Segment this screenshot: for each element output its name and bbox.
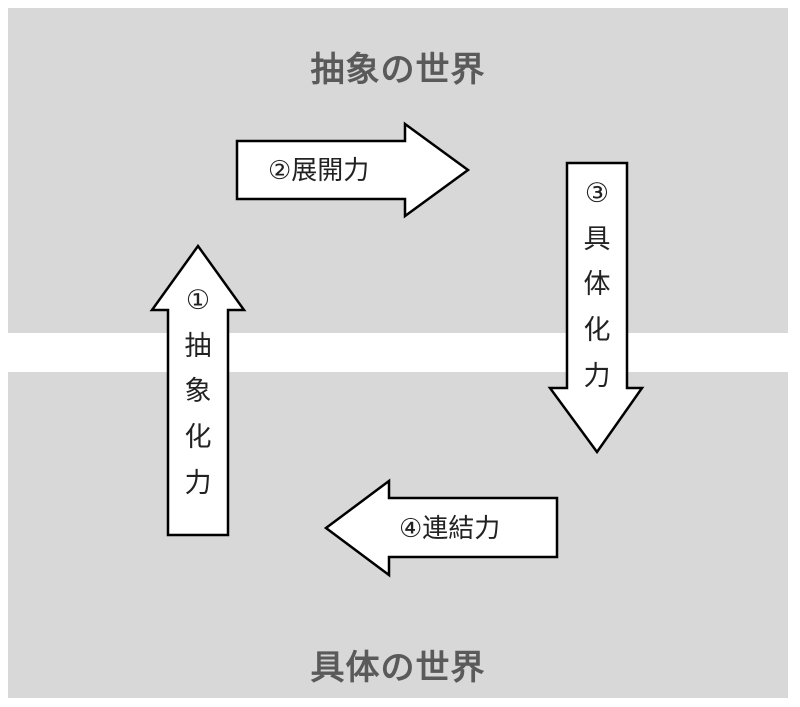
expansion-arrow: ②展開力 (235, 121, 471, 219)
concretization-arrow-shape (547, 161, 645, 455)
expansion-arrow-label: ②展開力 (268, 156, 369, 186)
concrete-world-region: 具体の世界 (8, 372, 788, 698)
abstraction-arrow-char-4: 力 (185, 468, 212, 499)
concretization-arrow-char-3: 化 (584, 315, 611, 346)
abstraction-arrow-char-1: 抽 (185, 331, 212, 362)
abstraction-arrow-char-2: 象 (185, 376, 212, 407)
abstraction-arrow-number: ① (186, 285, 210, 316)
abstraction-arrow-char-3: 化 (185, 422, 212, 453)
expansion-arrow-shape (235, 121, 471, 219)
concretization-arrow-char-4: 力 (584, 361, 611, 392)
connection-arrow-label: ④連結力 (399, 514, 500, 544)
concrete-world-title: 具体の世界 (310, 648, 486, 688)
concretization-arrow: ③ 具 体 化 力 (547, 161, 645, 455)
abstraction-arrow: ① 抽 象 化 力 (149, 243, 247, 537)
connection-arrow-shape (323, 478, 559, 578)
concretization-arrow-char-1: 具 (584, 224, 611, 255)
abstract-world-title: 抽象の世界 (310, 50, 486, 90)
abstraction-arrow-shape (149, 243, 247, 537)
connection-arrow: ④連結力 (323, 478, 559, 578)
concretization-arrow-number: ③ (585, 178, 609, 209)
concretization-arrow-char-2: 体 (584, 269, 611, 300)
